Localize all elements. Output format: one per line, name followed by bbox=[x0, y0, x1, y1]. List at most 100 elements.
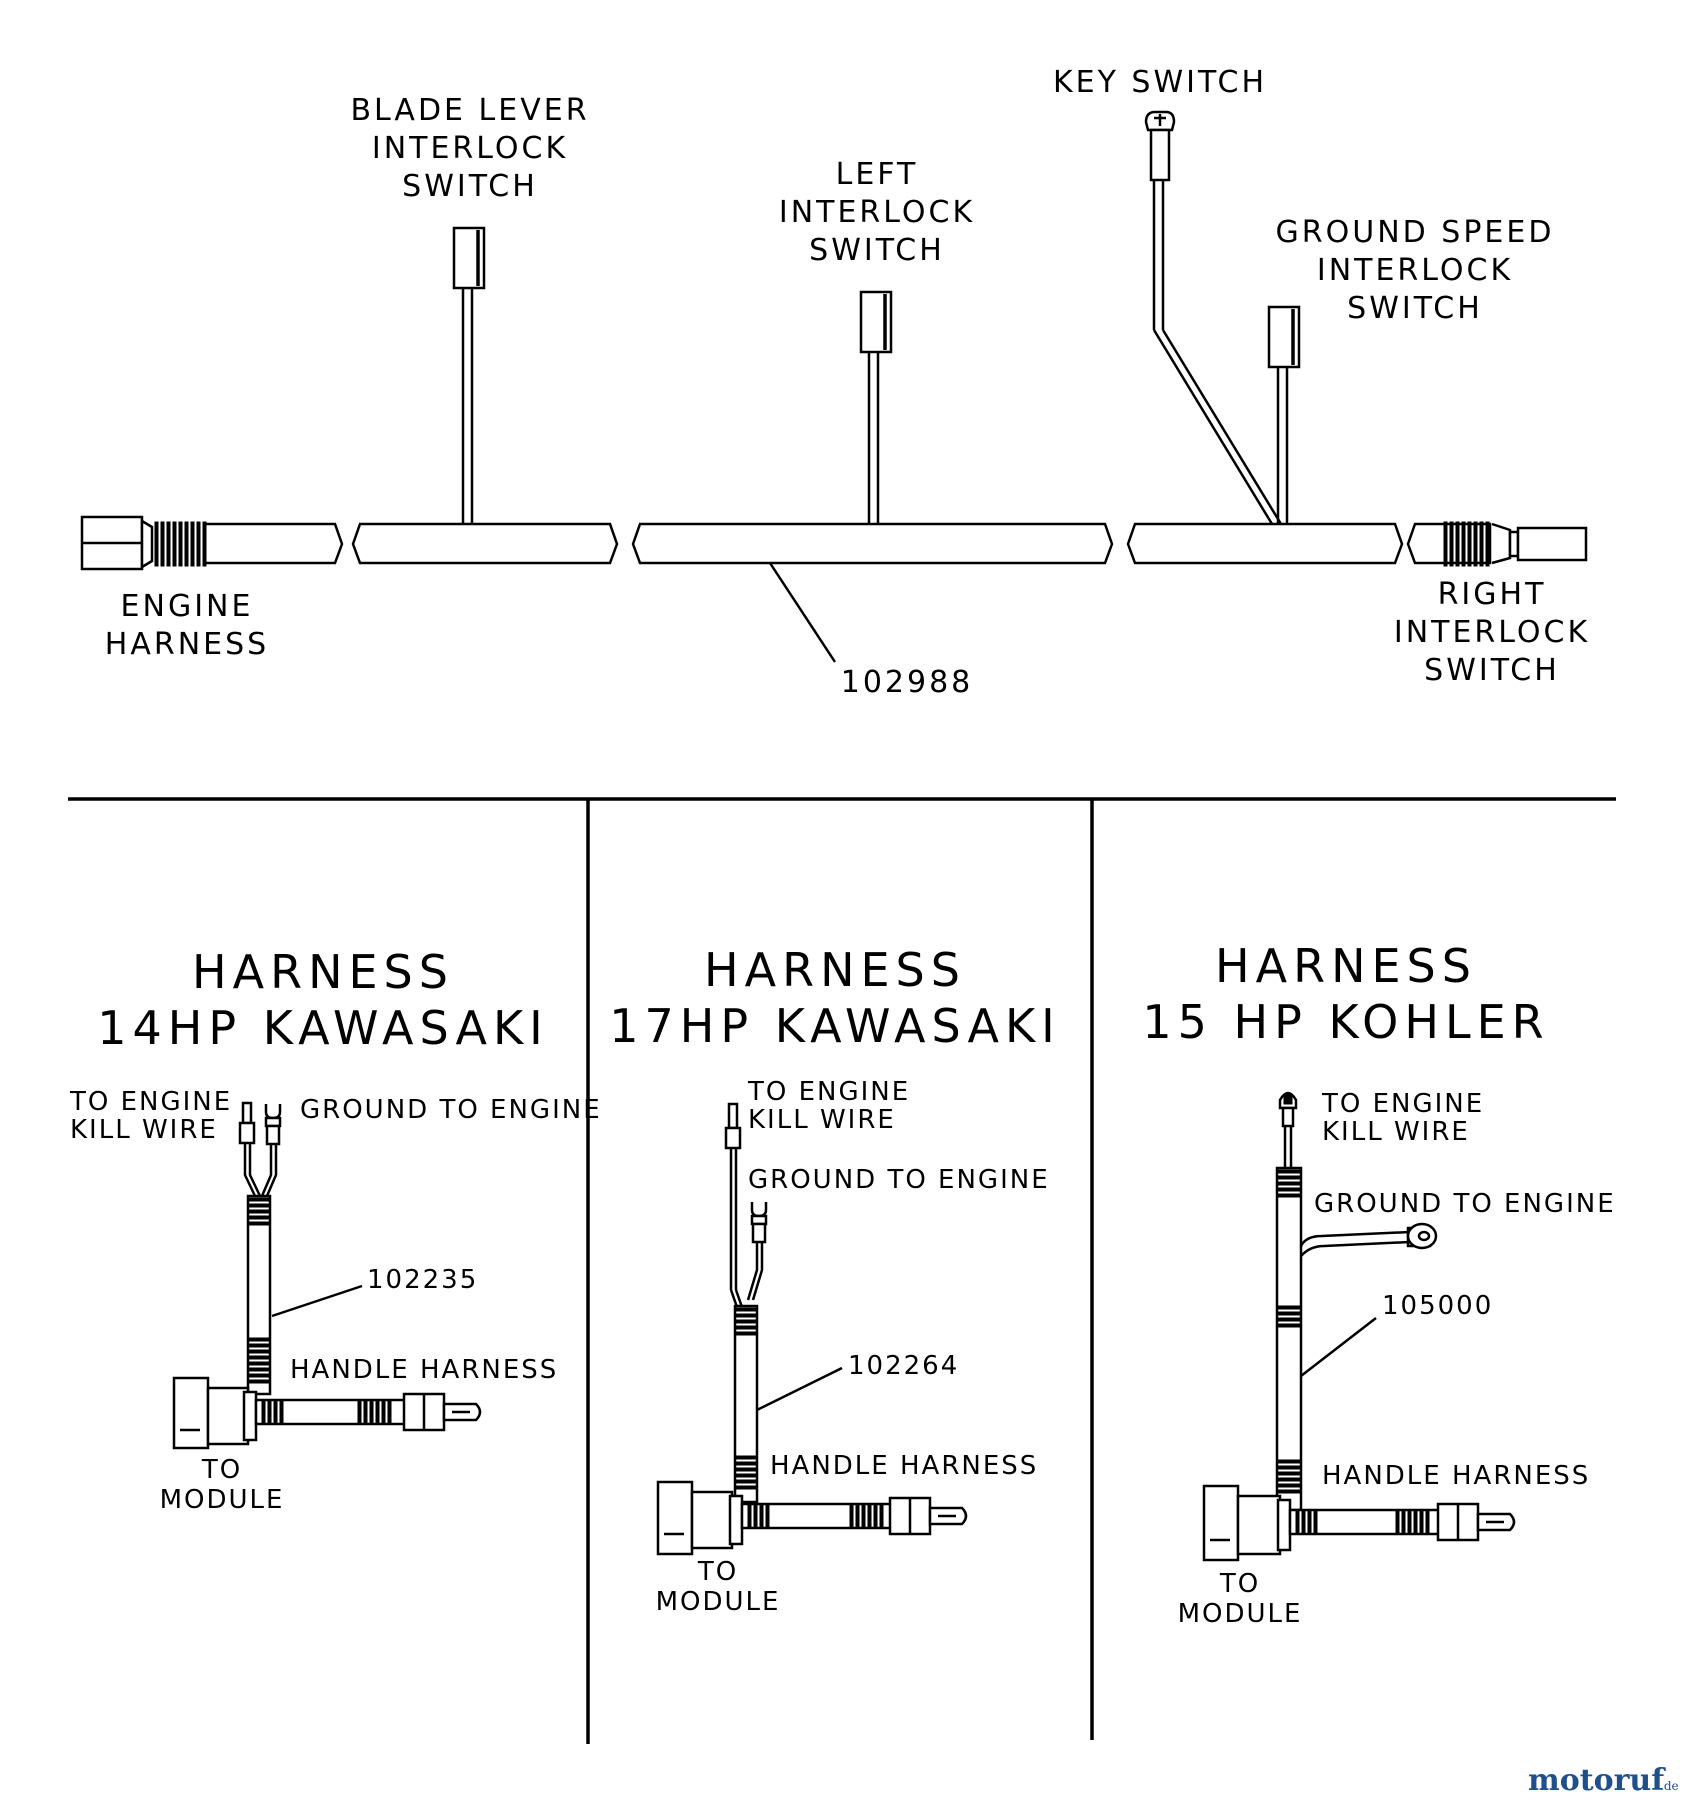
ground-ring-terminal bbox=[1299, 1222, 1438, 1257]
svg-text:HARNESS: HARNESS bbox=[105, 627, 269, 662]
part-number: 102264 bbox=[848, 1351, 959, 1381]
part-leader bbox=[271, 1284, 363, 1318]
engine-harness-sleeve-ribs bbox=[154, 521, 207, 567]
harness-panel-17hp-kawasaki: HARNESS 17HP KAWASAKI TO ENGINE KILL WIR… bbox=[609, 943, 1060, 1617]
svg-text:15 HP KOHLER: 15 HP KOHLER bbox=[1142, 995, 1549, 1049]
ground-to-engine-label: GROUND TO ENGINE bbox=[300, 1095, 602, 1125]
module-connector bbox=[656, 1480, 744, 1556]
svg-text:BLADE LEVER: BLADE LEVER bbox=[350, 93, 589, 128]
svg-text:MODULE: MODULE bbox=[160, 1485, 285, 1515]
svg-text:14HP KAWASAKI: 14HP KAWASAKI bbox=[97, 1001, 548, 1055]
motoruf-watermark-logo: motoruf .de bbox=[1528, 1763, 1679, 1798]
part-leader bbox=[1300, 1317, 1377, 1377]
svg-text:KILL WIRE: KILL WIRE bbox=[70, 1115, 218, 1145]
trunk-wrap bbox=[1276, 1169, 1302, 1494]
main-part-leader bbox=[768, 562, 837, 663]
svg-text:INTERLOCK: INTERLOCK bbox=[1394, 615, 1590, 650]
blade-lever-interlock-switch-label: BLADE LEVER INTERLOCK SWITCH bbox=[350, 93, 589, 204]
svg-text:motoruf: motoruf bbox=[1528, 1763, 1666, 1798]
svg-text:LEFT: LEFT bbox=[836, 157, 919, 192]
handle-harness-wrap bbox=[261, 1399, 392, 1425]
panel-dividers bbox=[68, 797, 1616, 1744]
main-part-number: 102988 bbox=[841, 665, 974, 700]
main-harness: BLADE LEVER INTERLOCK SWITCH LEFT INTERL… bbox=[80, 65, 1590, 700]
kill-wire-label: TO ENGINE KILL WIRE bbox=[747, 1077, 910, 1135]
key-switch-connector bbox=[1144, 110, 1283, 525]
svg-text:SWITCH: SWITCH bbox=[1347, 291, 1483, 326]
kill-wire-terminal bbox=[238, 1101, 256, 1145]
part-number: 102235 bbox=[367, 1265, 478, 1295]
ground-speed-interlock-switch-label: GROUND SPEED INTERLOCK SWITCH bbox=[1276, 215, 1555, 326]
harness-trunk bbox=[1275, 1166, 1303, 1512]
right-sleeve-ribs bbox=[1443, 521, 1490, 567]
part-number: 105000 bbox=[1382, 1291, 1493, 1321]
svg-text:HARNESS: HARNESS bbox=[192, 945, 454, 999]
svg-text:SWITCH: SWITCH bbox=[809, 233, 945, 268]
kill-wire-label: TO ENGINE KILL WIRE bbox=[1321, 1089, 1484, 1147]
left-interlock-switch bbox=[859, 290, 893, 524]
svg-text:MODULE: MODULE bbox=[656, 1587, 781, 1617]
ground-to-engine-label: GROUND TO ENGINE bbox=[748, 1165, 1050, 1195]
handle-harness-plug bbox=[888, 1496, 968, 1536]
panel-title: HARNESS 17HP KAWASAKI bbox=[609, 943, 1060, 1053]
ground-speed-interlock-switch bbox=[1267, 305, 1301, 524]
trunk-wrap bbox=[734, 1307, 758, 1490]
svg-text:TO: TO bbox=[201, 1455, 242, 1485]
handle-harness-wrap bbox=[747, 1503, 884, 1529]
handle-harness-label: HANDLE HARNESS bbox=[290, 1355, 558, 1385]
svg-text:GROUND SPEED: GROUND SPEED bbox=[1276, 215, 1555, 250]
svg-text:TO: TO bbox=[1219, 1569, 1260, 1599]
svg-text:TO ENGINE: TO ENGINE bbox=[747, 1077, 910, 1107]
handle-harness-label: HANDLE HARNESS bbox=[1322, 1461, 1590, 1491]
trunk-wrap bbox=[247, 1197, 271, 1384]
module-connector bbox=[172, 1376, 258, 1450]
svg-text:SWITCH: SWITCH bbox=[402, 169, 538, 204]
svg-text:RIGHT: RIGHT bbox=[1438, 577, 1547, 612]
harness-panel-14hp-kawasaki: HARNESS 14HP KAWASAKI TO ENGINE KILL WIR… bbox=[69, 945, 602, 1515]
panel-title: HARNESS 15 HP KOHLER bbox=[1142, 939, 1549, 1049]
blade-lever-interlock-switch bbox=[452, 226, 486, 524]
handle-harness-plug bbox=[1436, 1502, 1516, 1542]
svg-text:KILL WIRE: KILL WIRE bbox=[748, 1105, 896, 1135]
to-module-label: TO MODULE bbox=[160, 1455, 285, 1515]
part-leader bbox=[756, 1366, 843, 1412]
handle-harness-wrap bbox=[1295, 1509, 1430, 1535]
svg-text:HARNESS: HARNESS bbox=[1215, 939, 1477, 993]
harness-panel-15hp-kohler: HARNESS 15 HP KOHLER TO ENGINE KILL WIRE… bbox=[1142, 939, 1616, 1629]
svg-text:SWITCH: SWITCH bbox=[1424, 653, 1560, 688]
svg-text:.de: .de bbox=[1660, 1779, 1679, 1793]
svg-text:KEY SWITCH: KEY SWITCH bbox=[1053, 65, 1267, 100]
ground-ring-terminal bbox=[264, 1104, 282, 1146]
svg-text:TO ENGINE: TO ENGINE bbox=[69, 1087, 232, 1117]
harness-trunk bbox=[205, 522, 1492, 565]
ground-ring-terminal bbox=[750, 1202, 768, 1244]
svg-text:ENGINE: ENGINE bbox=[121, 589, 254, 624]
key-switch-label: KEY SWITCH bbox=[1053, 65, 1267, 100]
svg-text:MODULE: MODULE bbox=[1178, 1599, 1303, 1629]
engine-harness-label: ENGINE HARNESS bbox=[105, 589, 269, 662]
svg-text:HARNESS: HARNESS bbox=[704, 943, 966, 997]
split-wires bbox=[243, 1143, 278, 1197]
svg-text:INTERLOCK: INTERLOCK bbox=[1317, 253, 1513, 288]
right-interlock-switch-label: RIGHT INTERLOCK SWITCH bbox=[1394, 577, 1590, 688]
svg-text:TO ENGINE: TO ENGINE bbox=[1321, 1089, 1484, 1119]
svg-text:17HP KAWASAKI: 17HP KAWASAKI bbox=[609, 999, 1060, 1053]
svg-text:TO: TO bbox=[697, 1557, 738, 1587]
to-module-label: TO MODULE bbox=[656, 1557, 781, 1617]
to-module-label: TO MODULE bbox=[1178, 1569, 1303, 1629]
svg-text:INTERLOCK: INTERLOCK bbox=[779, 195, 975, 230]
svg-text:KILL WIRE: KILL WIRE bbox=[1322, 1117, 1470, 1147]
ground-wire bbox=[746, 1242, 764, 1301]
ground-to-engine-label: GROUND TO ENGINE bbox=[1314, 1189, 1616, 1219]
handle-harness-label: HANDLE HARNESS bbox=[770, 1451, 1038, 1481]
kill-wire-label: TO ENGINE KILL WIRE bbox=[69, 1087, 232, 1145]
panel-title: HARNESS 14HP KAWASAKI bbox=[97, 945, 548, 1055]
left-interlock-switch-label: LEFT INTERLOCK SWITCH bbox=[779, 157, 975, 268]
svg-text:INTERLOCK: INTERLOCK bbox=[372, 131, 568, 166]
harness-trunk bbox=[733, 1304, 759, 1504]
kill-wire-terminal bbox=[724, 1102, 742, 1150]
module-connector bbox=[1202, 1484, 1292, 1562]
right-interlock-switch-connector bbox=[1443, 521, 1588, 567]
engine-harness-connector bbox=[80, 515, 207, 571]
